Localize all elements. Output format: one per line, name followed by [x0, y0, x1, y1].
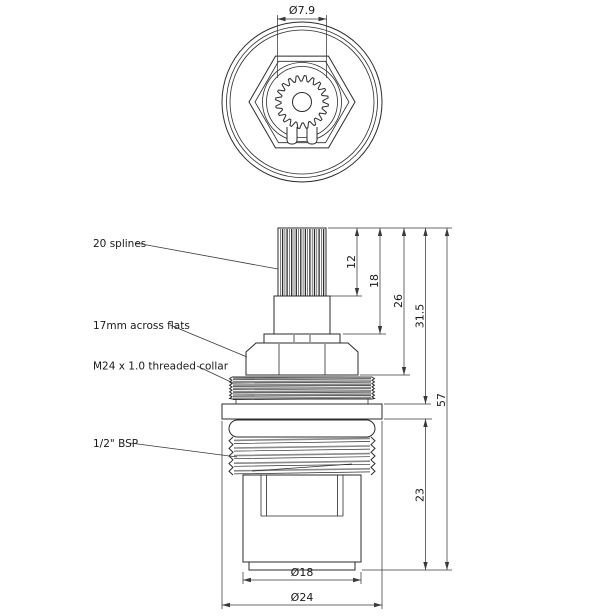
bsp-thread-crests: [233, 437, 371, 472]
dim-flange-diameter: Ø24: [221, 421, 383, 609]
label-splines: 20 splines: [93, 238, 146, 250]
dim-body-length: 23: [384, 418, 432, 570]
dim-spline-length: 12: [328, 228, 362, 297]
spline-gear: [275, 75, 329, 129]
label-bsp: 1/2" BSP: [93, 438, 138, 450]
hex-section: [245, 342, 359, 376]
collar-thread-crests: [232, 376, 372, 400]
spline-lines-thin: [280, 229, 322, 296]
dim-text-overall-length: 57: [435, 393, 448, 407]
bsp-thread-roots: [233, 441, 371, 475]
hex-inner: [254, 60, 350, 144]
leader-threaded-collar: [196, 365, 234, 384]
dim-body-diameter: Ø18: [242, 566, 362, 584]
circlip-end-marks: [293, 335, 311, 342]
lower-body: [242, 474, 362, 563]
outer-rim-circle: [221, 21, 383, 183]
retaining-washer: [263, 333, 341, 344]
dim-overall-length: 57: [435, 228, 450, 570]
hex-facet-lines: [278, 344, 326, 375]
leader-across-flats: [169, 324, 248, 358]
rim-circle-3: [229, 29, 375, 175]
collar-neck: [235, 399, 369, 404]
front-view: [221, 227, 383, 571]
inlet-window: [260, 475, 344, 517]
collar-thread-right-edge: [371, 376, 376, 400]
dim-hex-depth: 26: [360, 228, 410, 376]
stem: [273, 295, 331, 335]
dim-text-body-diameter: Ø18: [291, 566, 314, 579]
dim-text-stem-length: 18: [368, 274, 381, 288]
top-view: Ø7.9: [221, 4, 383, 183]
leader-bsp: [129, 442, 238, 458]
dim-stem-length: 18: [343, 228, 386, 335]
bsp-thread-right-edge: [370, 436, 376, 476]
dimensions-bottom: Ø18 Ø24: [221, 421, 383, 609]
o-ring: [228, 419, 376, 438]
dim-spline-diameter: Ø7.9: [277, 4, 327, 78]
label-threaded-collar: M24 x 1.0 threaded collar: [93, 361, 229, 373]
spline-hub-circle: [292, 92, 312, 112]
flange: [221, 403, 383, 420]
thread-runout-line: [251, 463, 353, 472]
dim-text-body-length: 23: [414, 488, 427, 502]
bottom-lip: [248, 562, 356, 571]
collar-thread-roots: [232, 378, 372, 400]
dim-text-spline-length: 12: [345, 255, 358, 269]
spline-lines-thick: [281, 229, 325, 296]
dim-text-flange-diameter: Ø24: [291, 591, 314, 604]
rim-circle-2: [226, 26, 378, 178]
labels-left: 20 splines 17mm across flats M24 x 1.0 t…: [93, 238, 279, 458]
circlip-tab-right: [306, 127, 318, 145]
collar-inner-circle: [266, 66, 338, 138]
dim-collar-depth: 31.5: [384, 228, 431, 405]
collar-thread-left-edge: [228, 376, 233, 400]
circlip-tab-left: [286, 127, 298, 145]
hex-outer: [248, 55, 356, 149]
dimensions-right: 12 18 26 31.5 57 23: [328, 227, 452, 571]
dim-text-hex-depth: 26: [392, 294, 405, 308]
dim-text-spline-diameter: Ø7.9: [289, 4, 315, 17]
bsp-thread-band: [228, 436, 376, 476]
dim-text-collar-depth: 31.5: [414, 304, 427, 329]
spline-hatching: [280, 229, 325, 296]
label-across-flats: 17mm across flats: [93, 320, 190, 332]
leader-splines: [135, 242, 279, 270]
collar-circle: [262, 62, 342, 142]
collar-thread-band: [228, 376, 376, 400]
